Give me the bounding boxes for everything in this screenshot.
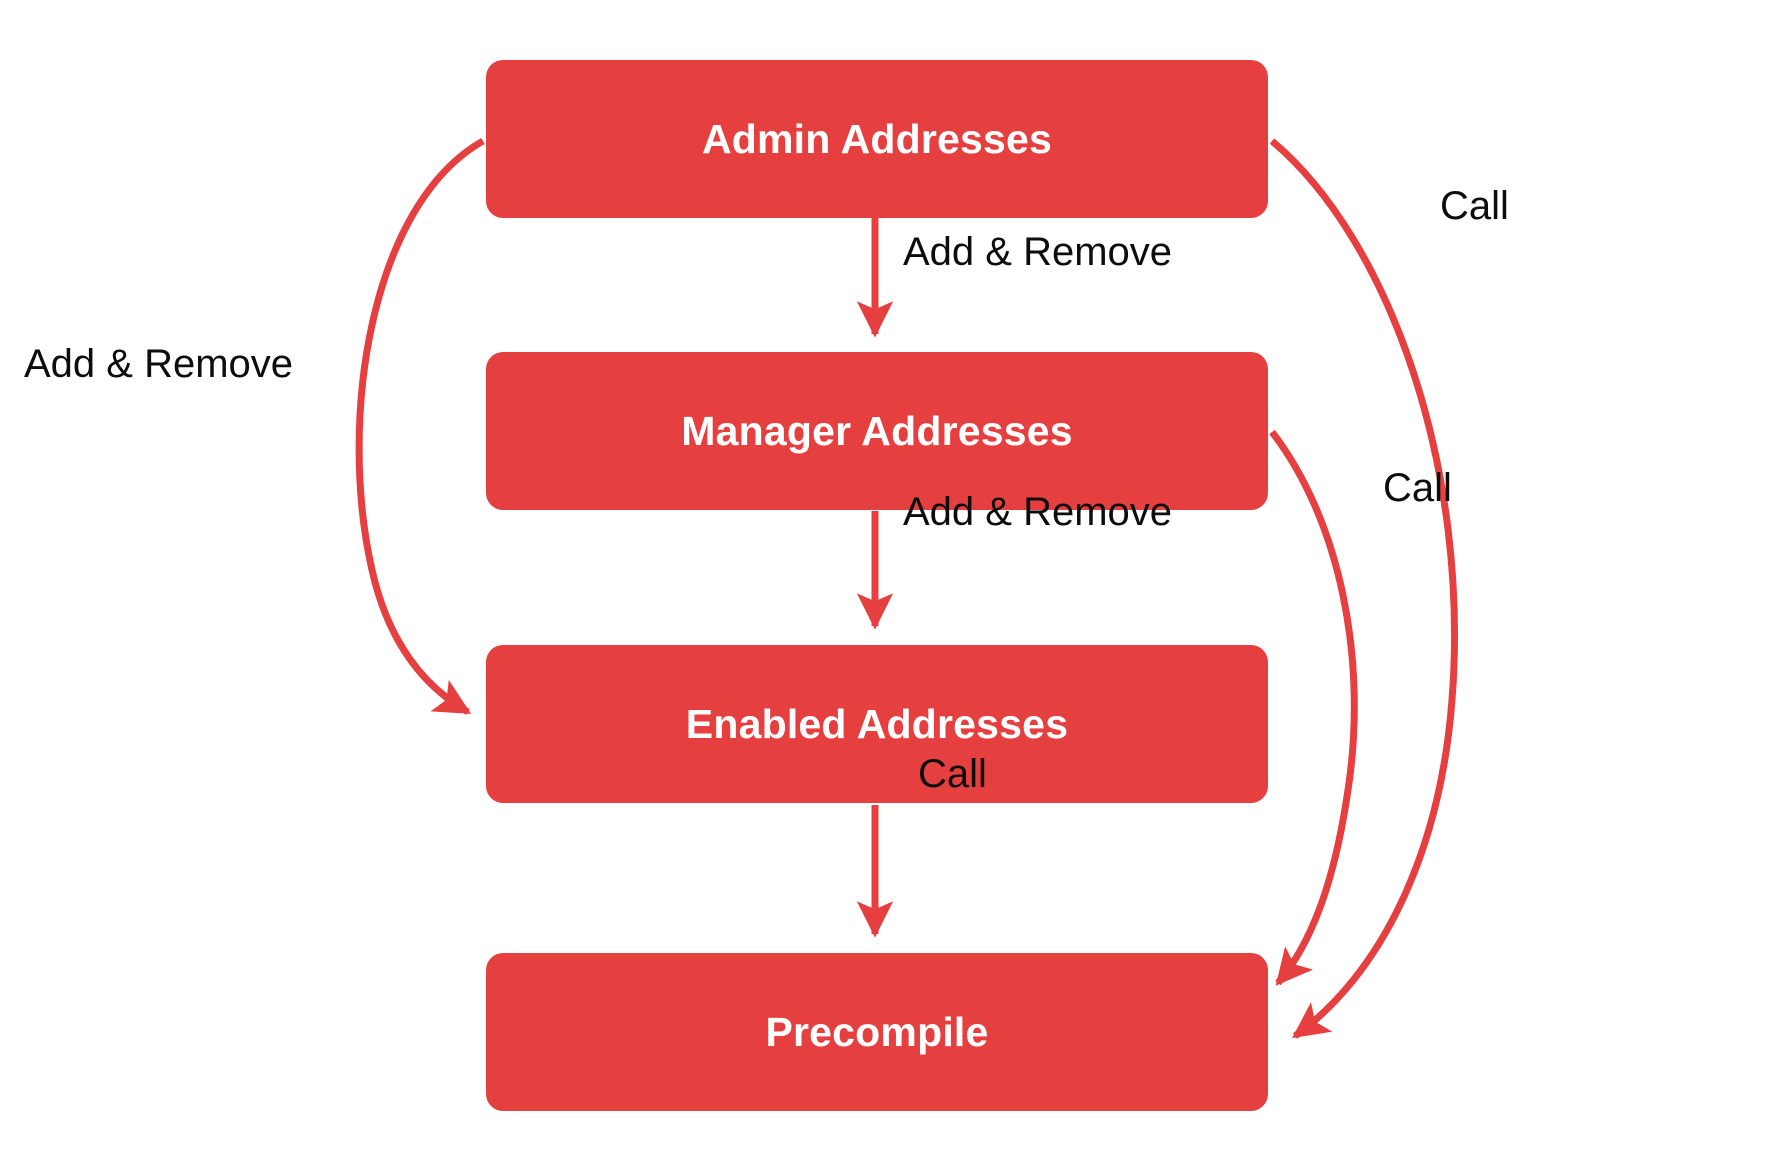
edge-manager-precompile	[1269, 429, 1358, 986]
edge-label-admin-precompile: Call	[1440, 184, 1509, 228]
node-admin-addresses-label: Admin Addresses	[701, 115, 1053, 162]
node-manager-addresses[interactable]: Manager Addresses	[486, 352, 1268, 510]
edge-admin-precompile	[1269, 138, 1458, 1039]
edge-label-enabled-precompile: Call	[918, 752, 987, 796]
edge-label-admin-manager: Add & Remove	[903, 230, 1173, 274]
edge-label-manager-enabled: Add & Remove	[903, 490, 1173, 534]
edge-label-manager-precompile: Call	[1383, 466, 1452, 510]
node-manager-addresses-label: Manager Addresses	[681, 407, 1073, 454]
node-precompile-label: Precompile	[765, 1008, 989, 1055]
node-enabled-addresses-label: Enabled Addresses	[685, 700, 1069, 747]
edge-label-admin-enabled: Add & Remove	[24, 342, 294, 386]
node-precompile[interactable]: Precompile	[486, 953, 1268, 1111]
node-admin-addresses[interactable]: Admin Addresses	[486, 60, 1268, 218]
node-enabled-addresses[interactable]: Enabled Addresses	[486, 645, 1268, 803]
edge-admin-enabled	[355, 137, 485, 716]
